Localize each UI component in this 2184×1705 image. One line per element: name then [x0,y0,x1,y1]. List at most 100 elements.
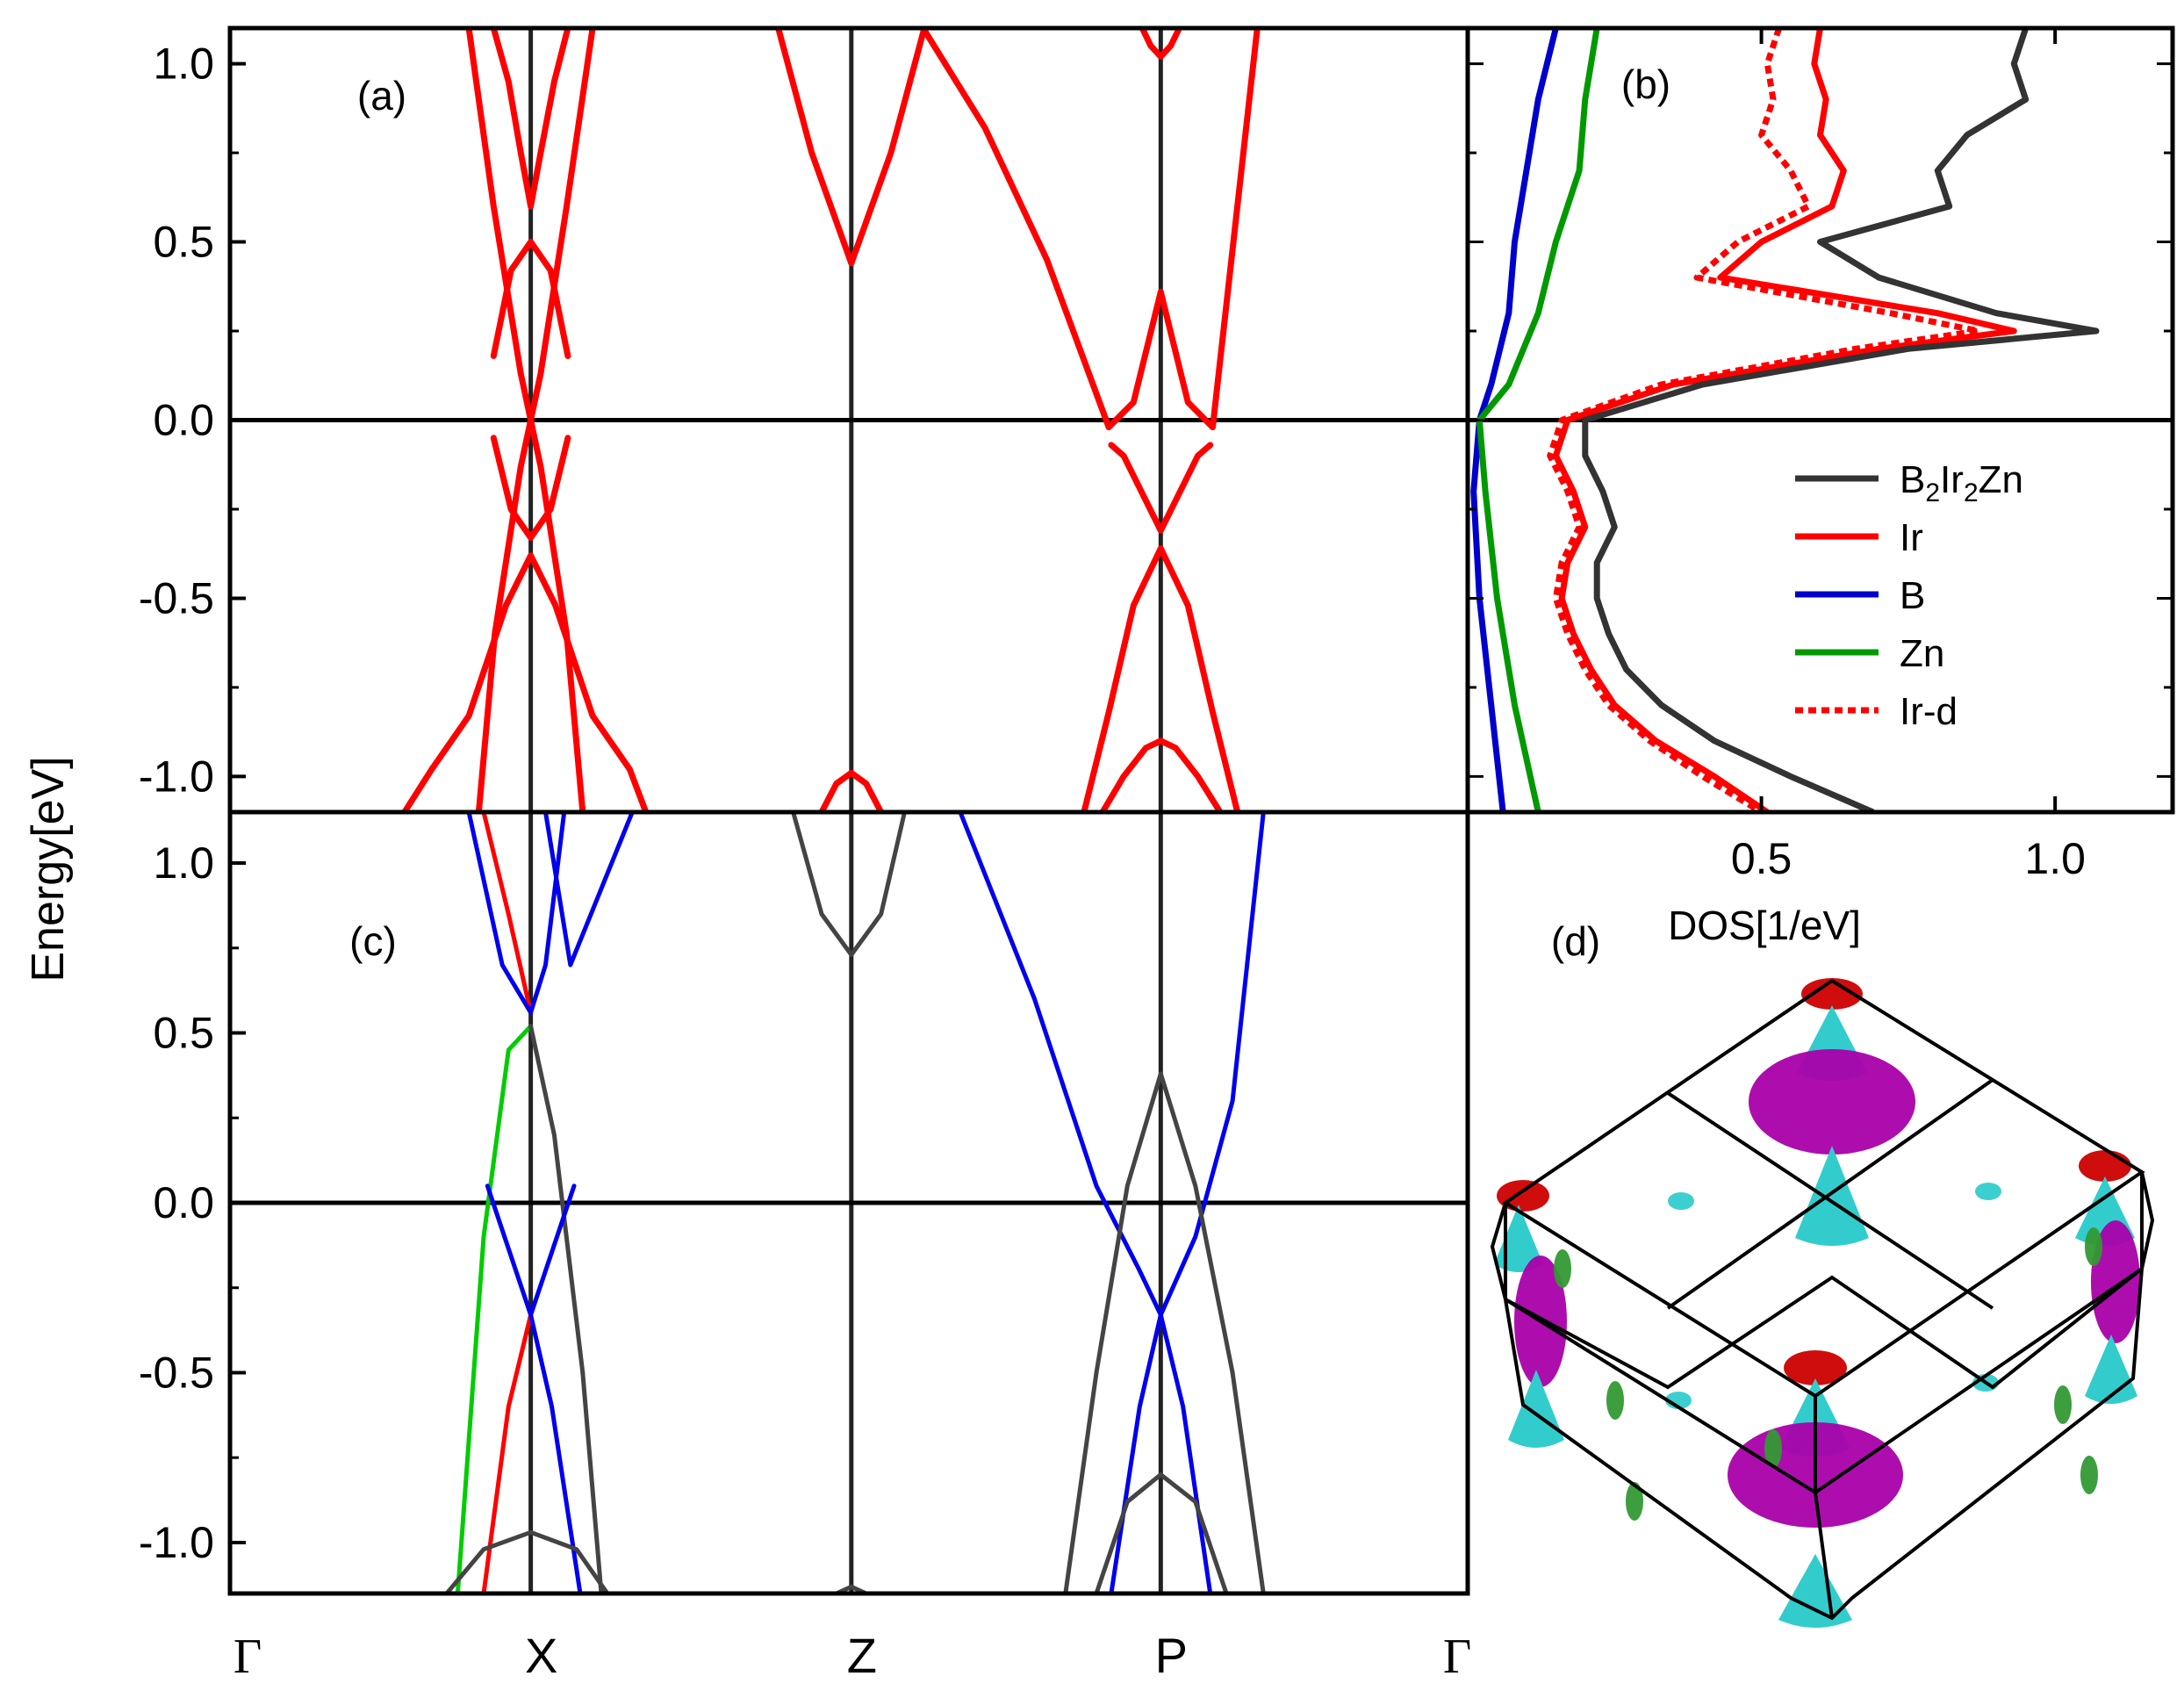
legend-text-part: Zn [1900,632,1944,675]
panel-plot-area [230,812,1468,1593]
band-line-7 [775,28,928,267]
y-tick-label: 0.0 [153,1178,214,1227]
green-speck-2 [2054,1385,2072,1424]
legend-text-part: B [1900,458,1925,501]
band-line-13 [1158,812,1266,1318]
cyan-cone-left-low [1508,1370,1564,1448]
x-tick-label-1: X [525,1628,557,1683]
green-speck-6 [2085,1227,2102,1266]
legend-text-part: Ir-d [1900,690,1958,733]
y-tick-label: 0.5 [153,1009,214,1058]
y-tick-label: -1.0 [139,1518,214,1567]
panel-frames [227,25,2175,1596]
y-tick-label: 1.0 [153,40,214,89]
band-line-15 [1063,1370,1099,1593]
legend-text-part: 2 [1925,478,1940,507]
panel-b-dos: 0.5 1.0 [1468,28,2173,883]
panel-d-fermi-surface [1490,978,2155,1628]
legend-text-part: Ir [1900,516,1923,559]
red-pocket-front [1784,1350,1847,1385]
band-line-6 [481,1313,534,1593]
band-line-14 [1094,1071,1235,1375]
band-line-6 [401,552,650,812]
legend-label-3: Zn [1900,632,1944,675]
cyan-cone-center [1795,1146,1869,1246]
x-tick-label: 0.5 [1731,834,1792,883]
panel-b-frame [1465,25,2175,815]
y-axis-label: Energy[eV] [23,756,74,982]
panel-label-a: (a) [357,73,406,119]
band-line-16 [1230,1370,1266,1593]
x-tick-label-2: Z [847,1628,877,1683]
green-speck-3 [2080,1456,2098,1494]
magenta-pocket-top [1749,1049,1915,1155]
x-tick-label-3: P [1155,1628,1188,1683]
band-line-8 [818,769,885,812]
band-line-0 [481,812,534,1015]
magenta-pocket-right [2091,1220,2140,1343]
band-line-9 [444,1529,610,1593]
bz-side [2140,1171,2155,1270]
cyan-cone-bottom [1778,1554,1852,1628]
band-line-4 [528,1024,586,1375]
legend-text-part: 2 [1964,478,1979,507]
band-line-4 [490,239,571,359]
y-tick-label: 0.5 [153,218,214,267]
bz-inner [1666,1078,1994,1310]
legend-text-part: Ir [1940,458,1964,501]
bz-bottom-edge [1814,1492,1834,1619]
legend-label-0: B2Ir2Zn [1900,458,2023,507]
panel-label-d: (d) [1551,918,1600,964]
legend-label-2: B [1900,574,1925,617]
legend-text-part: B [1900,574,1925,617]
band-line-10 [1139,28,1182,60]
panel-c-frame [227,809,1470,1596]
band-line-3 [455,1024,534,1593]
y-tick-label: -0.5 [139,1348,214,1397]
bz-inner [1666,1091,1994,1310]
cyan-speck-0 [1668,1192,1694,1210]
band-line-18 [1094,1472,1229,1593]
band-line-1 [466,812,567,1015]
x-tick-label: 1.0 [2024,834,2086,883]
band-line-13 [1099,737,1224,812]
band-line-10 [791,812,907,957]
dos-x-axis-label: DOS[1/eV] [1668,903,1861,948]
y-tick-label: 0.0 [153,396,214,445]
green-speck-4 [1764,1429,1782,1468]
legend-label-1: Ir [1900,516,1923,559]
legend-label-4: Ir-d [1900,690,1958,733]
panel-a-bands: 1.0 0.5 0.0 -0.5 -1.0 [139,28,1468,812]
band-line-11 [1108,442,1214,534]
band-line-7 [528,1313,583,1593]
y-tick-label: -1.0 [139,752,214,801]
band-line-9 [920,28,1261,431]
red-pocket-top [1801,978,1863,1010]
bz-side [1490,1202,1507,1300]
green-speck-1 [1626,1482,1643,1521]
dos-line-0 [1582,28,2100,812]
band-line-1 [528,28,571,210]
bz-inner [1505,1267,2144,1390]
dos-line-2 [1470,28,1559,812]
band-line-8 [580,1370,604,1593]
x-tick-label-4: Γ [1443,1629,1471,1684]
dos-plot-area [1468,28,2173,812]
panel-plot-area [230,28,1468,812]
x-tick-label-0: Γ [233,1629,262,1684]
y-tick-label: 1.0 [153,838,214,888]
y-tick-label: -0.5 [139,573,214,622]
dos-line-3 [1476,28,1600,812]
panel-label-c: (c) [349,918,397,964]
band-line-0 [490,28,535,210]
legend-text-part: Zn [1979,458,2023,501]
dos-line-1 [1552,28,2017,812]
green-speck-0 [1606,1381,1624,1420]
cyan-speck-1 [1975,1183,2001,1200]
band-line-12 [1081,545,1241,812]
green-speck-5 [1554,1249,1571,1288]
band-line-5 [490,435,571,541]
band-line-11 [834,1584,869,1593]
